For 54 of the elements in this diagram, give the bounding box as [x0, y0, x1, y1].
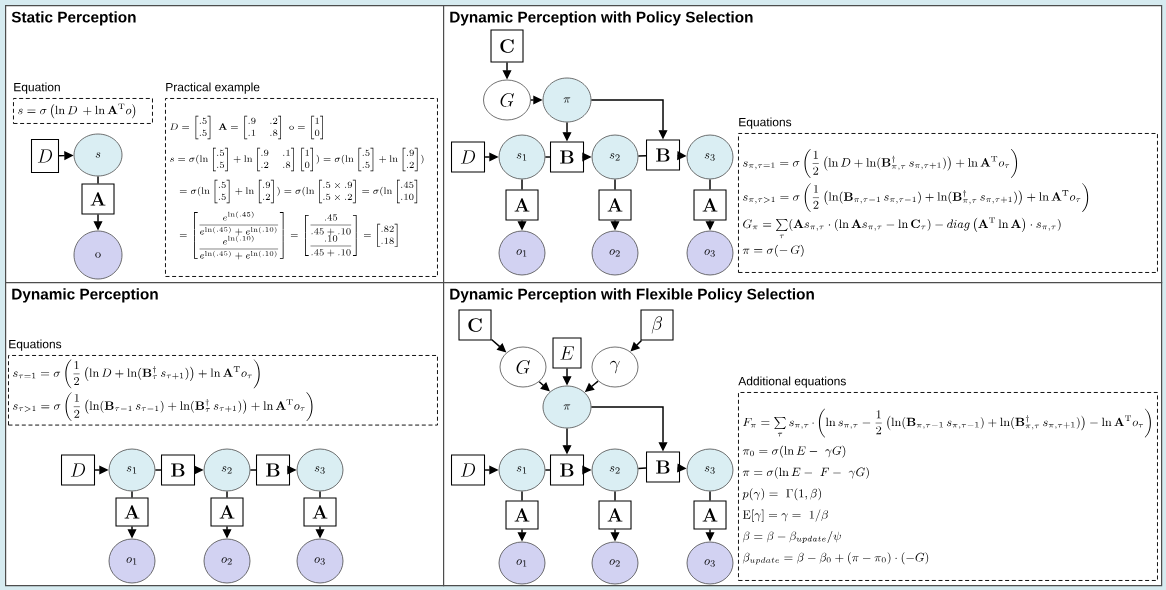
variable-box: $\mathbf{B}$: [645, 139, 681, 171]
arrow: [538, 381, 550, 392]
equation: $D = \begin{bmatrix}.5\\.5\end{bmatrix}\ \mathbf{A} = \begin{bmatrix}.9 & .2\\.1 & .8\end{bmatrix}\ \mathrm{o} = \begin{bmatrix}1\\0\end{bmatrix}$: [170, 115, 323, 140]
equation: $\beta = \beta - \beta_{update}/\psi$: [742, 530, 841, 543]
variable-box: $D$: [60, 454, 96, 486]
variable-box: $\mathbf{A}$: [210, 497, 244, 527]
equation: $s_{\tau>1} = \sigma\left(\dfrac{1}{2}\left(\ln(\mathbf{B}_{\tau-1}\, s_{\tau-1}) + \ln(\mathbf{B}^{\dagger}_{\tau}\, s_{\tau+1})\right) + \ln \mathbf{A}^{\mathrm{T}} o_{\tau}\right)$: [13, 392, 313, 422]
variable-box: $\mathbf{B}$: [255, 454, 291, 486]
variable-box: $\mathbf{A}$: [505, 500, 539, 530]
equation: $\beta_{update} = \beta - \beta_0 + (\pi - \pi_0) \cdot (-G)$: [742, 552, 929, 565]
equation: $s = \sigma(\ln \begin{bmatrix}.5\\.5\end{bmatrix} + \ln \begin{bmatrix}.9 & .1\\.2 & .8\end{bmatrix}\begin{bmatrix}1\\0\end{bmatrix}) = \sigma(\ln \begin{bmatrix}.5\\.5\end{bmatrix} + \ln \begin{bmatrix}.9\\.2\end{bmatrix})$: [170, 147, 424, 172]
variable-box: $\mathbf{A}$: [693, 500, 727, 530]
equation: $\pi = \sigma(\ln E - \ F - \ \gamma G)$: [742, 466, 869, 479]
variable-box: $E$: [552, 337, 582, 369]
panel-title: Dynamic Perception with Flexible Policy Selection: [450, 288, 814, 303]
section-heading: Additional equations: [738, 376, 846, 388]
variable-box: $\beta$: [640, 309, 674, 341]
section-heading: Equations: [739, 117, 792, 129]
equation: $\mathrm{E}[\gamma] = \gamma = \ 1/\beta$: [742, 509, 829, 522]
variable-box: $\mathbf{C}$: [490, 29, 524, 63]
variable-box: $\mathbf{B}$: [549, 454, 585, 486]
equation: $s_{\tau=1} = \sigma\left(\dfrac{1}{2}\left(\ln D + \ln(\mathbf{B}^{\dagger}_{\tau}\, s_{\tau+1})\right) + \ln \mathbf{A}^{\mathrm{T}} o_{\tau}\right)$: [13, 359, 260, 389]
section-heading: Equation: [14, 82, 60, 94]
variable-box: $\mathbf{A}$: [81, 183, 115, 215]
panel-title: Dynamic Perception with Policy Selection: [450, 11, 753, 26]
variable-box: $\mathbf{B}$: [549, 141, 585, 173]
variable-box: $\mathbf{A}$: [598, 500, 632, 530]
variable-box: $D$: [450, 454, 486, 486]
arrow: [630, 339, 643, 352]
equation: $\quad = \sigma(\ln \begin{bmatrix}.5\\.5\end{bmatrix} + \ln \begin{bmatrix}.9\\.2\end{bmatrix}) = \sigma(\ln \begin{bmatrix}.5 \times .9\\.5 \times .2\end{bmatrix} = \sigma(\ln \begin{bmatrix}.45\\.10\end{bmatrix}$: [179, 179, 418, 204]
equation: $\pi = \sigma(-\,G)$: [742, 244, 804, 257]
panel-title: Static Perception: [11, 11, 136, 26]
variable-box: $\mathbf{A}$: [115, 497, 149, 527]
variable-box: $\mathbf{B}$: [160, 454, 196, 486]
equation: $\pi_0 = \sigma(\ln E - \ \gamma G)$: [742, 445, 846, 458]
variable-box: $\mathbf{C}$: [458, 309, 492, 341]
variable-box: $\mathbf{A}$: [303, 497, 337, 527]
equation: $\quad = \begin{bmatrix}\dfrac{e^{\ln(.45)}}{e^{\ln(.45)} + e^{\ln(.10)}}\\ \dfrac{e^{\ln(.10)}}{e^{\ln(.45)} + e^{\ln(.10)}}\end{bmatrix} = \begin{bmatrix}\dfrac{.45}{.45 + .10}\\ \dfrac{.10}{.45 + .10}\end{bmatrix} = \begin{bmatrix}.82\\.18\end{bmatrix}$: [179, 211, 398, 260]
variable-box: $\mathbf{A}$: [693, 189, 727, 221]
equation: $s_{\pi,\tau>1} = \sigma\left(\dfrac{1}{2}\left(\ln(\mathbf{B}_{\pi,\tau-1}\, s_{\pi,\tau-1}) + \ln(\mathbf{B}^{\dagger}_{\pi,\tau}\, s_{\pi,\tau+1})\right) + \ln \mathbf{A}^{\mathrm{T}} o_{\tau}\right)$: [743, 183, 1089, 213]
equation: $G_{\pi} = \sum\limits_{\tau}(\mathbf{A}s_{\pi,\tau} \cdot \left(\ln \mathbf{A}s_{\pi,\tau} - \ln \mathbf{C}_{\tau}\right) - diag\left(\mathbf{A}^{\mathrm{T}} \ln \mathbf{A}\right) \cdot s_{\pi,\tau})$: [743, 217, 1061, 239]
equation: $F_{\pi} = \sum\limits_{\tau} s_{\pi,\tau} \cdot \left(\ln s_{\pi,\tau} - \dfrac{1}{2}\left(\ln(\mathbf{B}_{\pi,\tau-1}\, s_{\pi,\tau-1}) + \ln(\mathbf{B}^{\dagger}_{\pi,\tau}\, s_{\pi,\tau+1})\right) - \ln \mathbf{A}^{\mathrm{T}} o_{\tau}\right)$: [743, 408, 1151, 438]
equation: $s = \sigma\left(\ln D \, + \ln \mathbf{A}^{\mathrm{T}} o\right)$: [18, 103, 136, 119]
variable-box: $\mathbf{B}$: [645, 451, 681, 483]
equation: $p(\gamma) = \ \Gamma(1, \beta)$: [742, 488, 822, 501]
equation: $s_{\pi,\tau=1} = \sigma\left(\dfrac{1}{2}\left(\ln D + \ln(\mathbf{B}^{\dagger}_{\pi,\tau}\, s_{\pi,\tau+1})\right) + \ln \mathbf{A}^{\mathrm{T}} o_{\tau}\right)$: [743, 149, 1018, 178]
panel-title: Dynamic Perception: [12, 288, 158, 303]
variable-box: $\mathbf{A}$: [505, 189, 539, 221]
variable-box: $\mathbf{A}$: [598, 189, 632, 221]
variable-box: $D$: [30, 138, 60, 174]
variable-box: $D$: [450, 141, 486, 173]
section-heading: Practical example: [166, 82, 260, 94]
section-heading: Equations: [9, 339, 62, 351]
panel: [5, 5, 445, 284]
